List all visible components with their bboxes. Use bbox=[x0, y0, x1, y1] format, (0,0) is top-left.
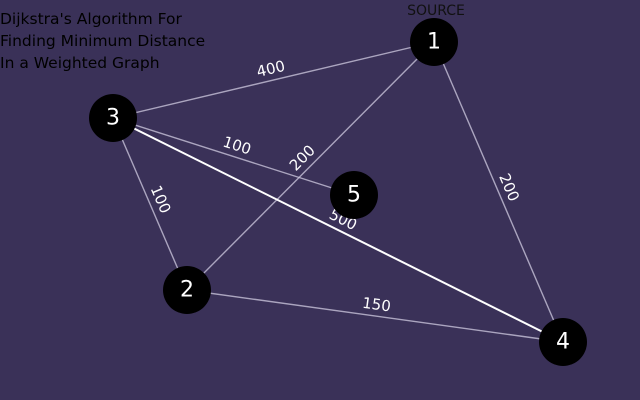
node-2: 2 bbox=[163, 266, 211, 314]
node-circle-2 bbox=[163, 266, 211, 314]
node-circle-3 bbox=[89, 94, 137, 142]
source-label: SOURCE bbox=[407, 3, 465, 19]
edges-layer bbox=[112, 41, 564, 343]
edge-weight-1-4: 200 bbox=[495, 171, 523, 204]
edge-weight-2-1: 200 bbox=[286, 141, 319, 174]
edge-weight-2-4: 150 bbox=[361, 294, 392, 316]
edge-weight-3-2: 100 bbox=[147, 183, 175, 216]
node-5: 5 bbox=[330, 171, 378, 219]
node-label-2: 2 bbox=[180, 278, 194, 303]
node-label-3: 3 bbox=[106, 106, 120, 131]
edge-3-2 bbox=[112, 117, 188, 291]
node-label-5: 5 bbox=[347, 183, 361, 208]
nodes-layer: 1 2 3 4 5 bbox=[89, 18, 587, 366]
edge-2-1 bbox=[186, 41, 435, 291]
title-line-2: Finding Minimum Distance bbox=[0, 32, 206, 50]
node-label-1: 1 bbox=[427, 30, 441, 55]
node-label-4: 4 bbox=[556, 330, 570, 355]
diagram-title: Dijkstra's Algorithm For Finding Minimum… bbox=[0, 8, 205, 74]
title-line-1: Dijkstra's Algorithm For bbox=[0, 10, 182, 28]
node-circle-1 bbox=[410, 18, 458, 66]
edge-3-5 bbox=[112, 117, 355, 196]
edge-1-4 bbox=[433, 41, 564, 343]
node-3: 3 bbox=[89, 94, 137, 142]
node-circle-5 bbox=[330, 171, 378, 219]
node-4: 4 bbox=[539, 318, 587, 366]
edge-2-4 bbox=[186, 289, 564, 343]
node-1: 1 bbox=[410, 18, 458, 66]
edge-3-4 bbox=[112, 117, 564, 343]
title-line-3: In a Weighted Graph bbox=[0, 54, 160, 72]
edge-3-1 bbox=[112, 41, 435, 119]
node-circle-4 bbox=[539, 318, 587, 366]
edge-weight-3-1: 400 bbox=[255, 57, 287, 81]
